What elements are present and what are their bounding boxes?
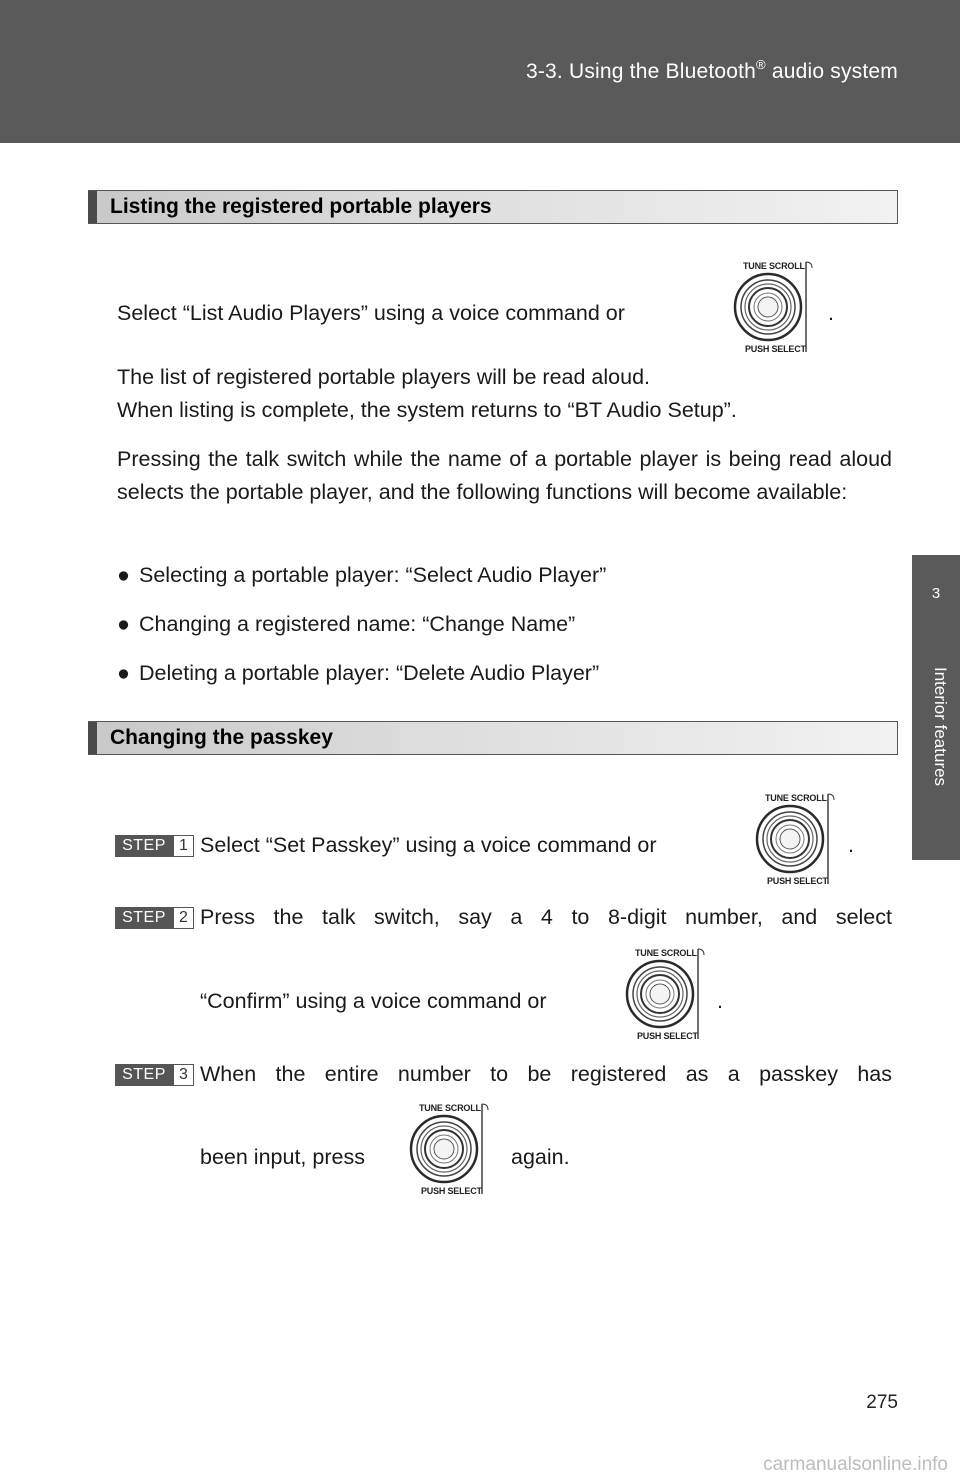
- step-3-tail: again.: [511, 1145, 570, 1169]
- section-heading-passkey: Changing the passkey: [88, 721, 898, 755]
- step-3-line2: been input, press: [200, 1145, 365, 1169]
- step-3-text: When the entire number to be registered …: [200, 1062, 892, 1086]
- step-badge-3: STEP 3: [115, 1064, 194, 1086]
- step-2-period: .: [717, 989, 723, 1013]
- step-2-text: Press the talk switch, say a 4 to 8-digi…: [200, 905, 892, 929]
- svg-text:TUNE SCROLL: TUNE SCROLL: [765, 793, 828, 803]
- step-1-period: .: [848, 833, 854, 857]
- step-1-text: Select “Set Passkey” using a voice comma…: [200, 833, 657, 857]
- bullet-item: ●Selecting a portable player: “Select Au…: [117, 563, 607, 587]
- section-heading-text: Changing the passkey: [110, 726, 333, 749]
- tune-scroll-knob-icon: TUNE SCROLL PUSH SELECT: [398, 1100, 490, 1198]
- section-heading-listing: Listing the registered portable players: [88, 190, 898, 224]
- bullet-item: ●Changing a registered name: “Change Nam…: [117, 612, 576, 636]
- svg-text:TUNE SCROLL: TUNE SCROLL: [743, 261, 806, 271]
- svg-text:PUSH SELECT: PUSH SELECT: [745, 344, 807, 354]
- bullet-item: ●Deleting a portable player: “Delete Aud…: [117, 661, 600, 685]
- list-read-aloud-text: The list of registered portable players …: [117, 365, 737, 422]
- step-badge-2: STEP 2: [115, 907, 194, 929]
- svg-text:PUSH SELECT: PUSH SELECT: [421, 1186, 483, 1196]
- page-number: 275: [866, 1392, 898, 1413]
- tune-scroll-knob-icon: TUNE SCROLL PUSH SELECT: [722, 258, 814, 356]
- watermark: carmanualsonline.info: [763, 1454, 948, 1475]
- svg-text:TUNE SCROLL: TUNE SCROLL: [419, 1103, 482, 1113]
- chapter-label: Interior features: [931, 667, 950, 787]
- tune-scroll-knob-icon: TUNE SCROLL PUSH SELECT: [614, 945, 706, 1043]
- talk-switch-paragraph: Pressing the talk switch while the name …: [117, 447, 892, 504]
- step-badge-1: STEP 1: [115, 835, 194, 857]
- tune-scroll-knob-icon: TUNE SCROLL PUSH SELECT: [744, 790, 836, 888]
- svg-text:PUSH SELECT: PUSH SELECT: [637, 1031, 699, 1041]
- svg-text:TUNE SCROLL: TUNE SCROLL: [635, 948, 698, 958]
- svg-text:PUSH SELECT: PUSH SELECT: [767, 876, 829, 886]
- chapter-number: 3: [931, 585, 941, 602]
- chapter-tab: 3 Interior features: [912, 555, 960, 860]
- header-title: 3-3. Using the Bluetooth® audio system: [525, 57, 898, 83]
- page-header: 3-3. Using the Bluetooth® audio system: [0, 0, 960, 143]
- select-list-period: .: [828, 301, 834, 325]
- section-heading-text: Listing the registered portable players: [110, 195, 492, 218]
- step-2-line2: “Confirm” using a voice command or: [200, 989, 547, 1013]
- select-list-instruction: Select “List Audio Players” using a voic…: [117, 301, 625, 325]
